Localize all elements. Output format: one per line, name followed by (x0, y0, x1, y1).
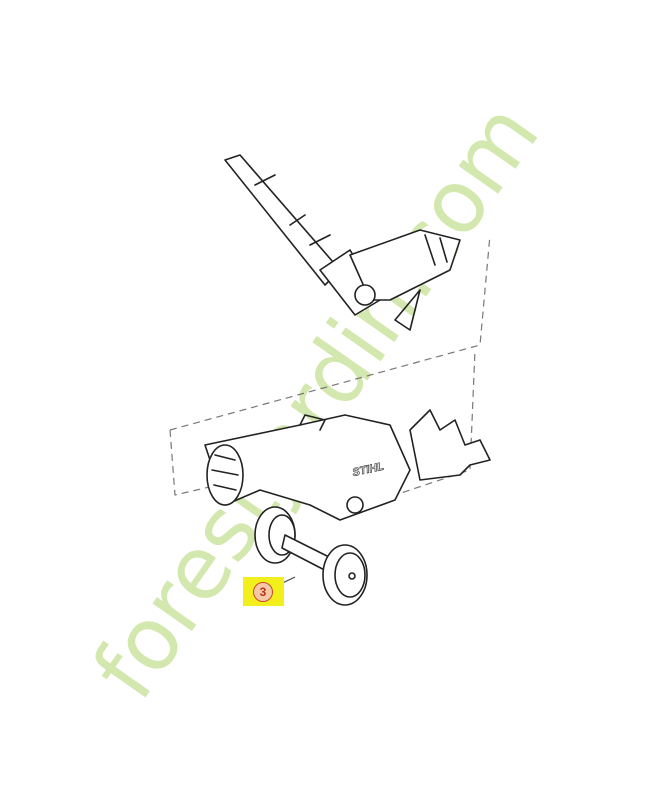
callout-3[interactable]: 3 (253, 582, 273, 602)
wheel-set-part-3 (254, 506, 368, 606)
shrub-shear-body: STIHL (204, 409, 491, 521)
telescopic-pole (224, 154, 461, 331)
watermark-text: forestjardin.com (73, 85, 559, 717)
